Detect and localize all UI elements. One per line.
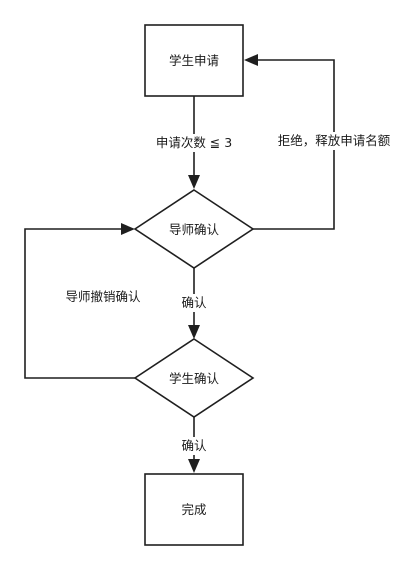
edge-student-to-done-arrowhead [188,459,200,473]
node-done-label: 完成 [181,502,206,517]
node-student-confirm-label: 学生确认 [169,371,220,386]
node-apply-label: 学生申请 [169,53,219,68]
node-done-box [144,473,244,546]
edge-reject-label-bg [278,132,390,150]
edge-tutor-to-student-label-bg [178,294,210,312]
node-tutor-confirm-label: 导师确认 [169,222,220,237]
edge-revoke-arrowhead [121,223,135,235]
edge-apply-to-tutor-label-bg [150,134,240,152]
edge-reject-label: 拒绝，释放申请名额 [278,133,391,148]
edge-student-to-done-label-bg [178,437,210,455]
edge-reject-arrowhead [244,54,258,66]
edge-apply-to-tutor-label: 申请次数 ≦ 3 [156,135,232,150]
edge-student-to-done-label: 确认 [181,438,207,453]
node-apply-box [144,24,244,97]
edge-apply-to-tutor-arrowhead [188,175,200,189]
edge-revoke-label: 导师撤销确认 [65,289,141,304]
edge-revoke-line [24,228,135,379]
edge-tutor-to-student-arrowhead [188,325,200,339]
edge-tutor-to-student-label: 确认 [181,295,207,310]
